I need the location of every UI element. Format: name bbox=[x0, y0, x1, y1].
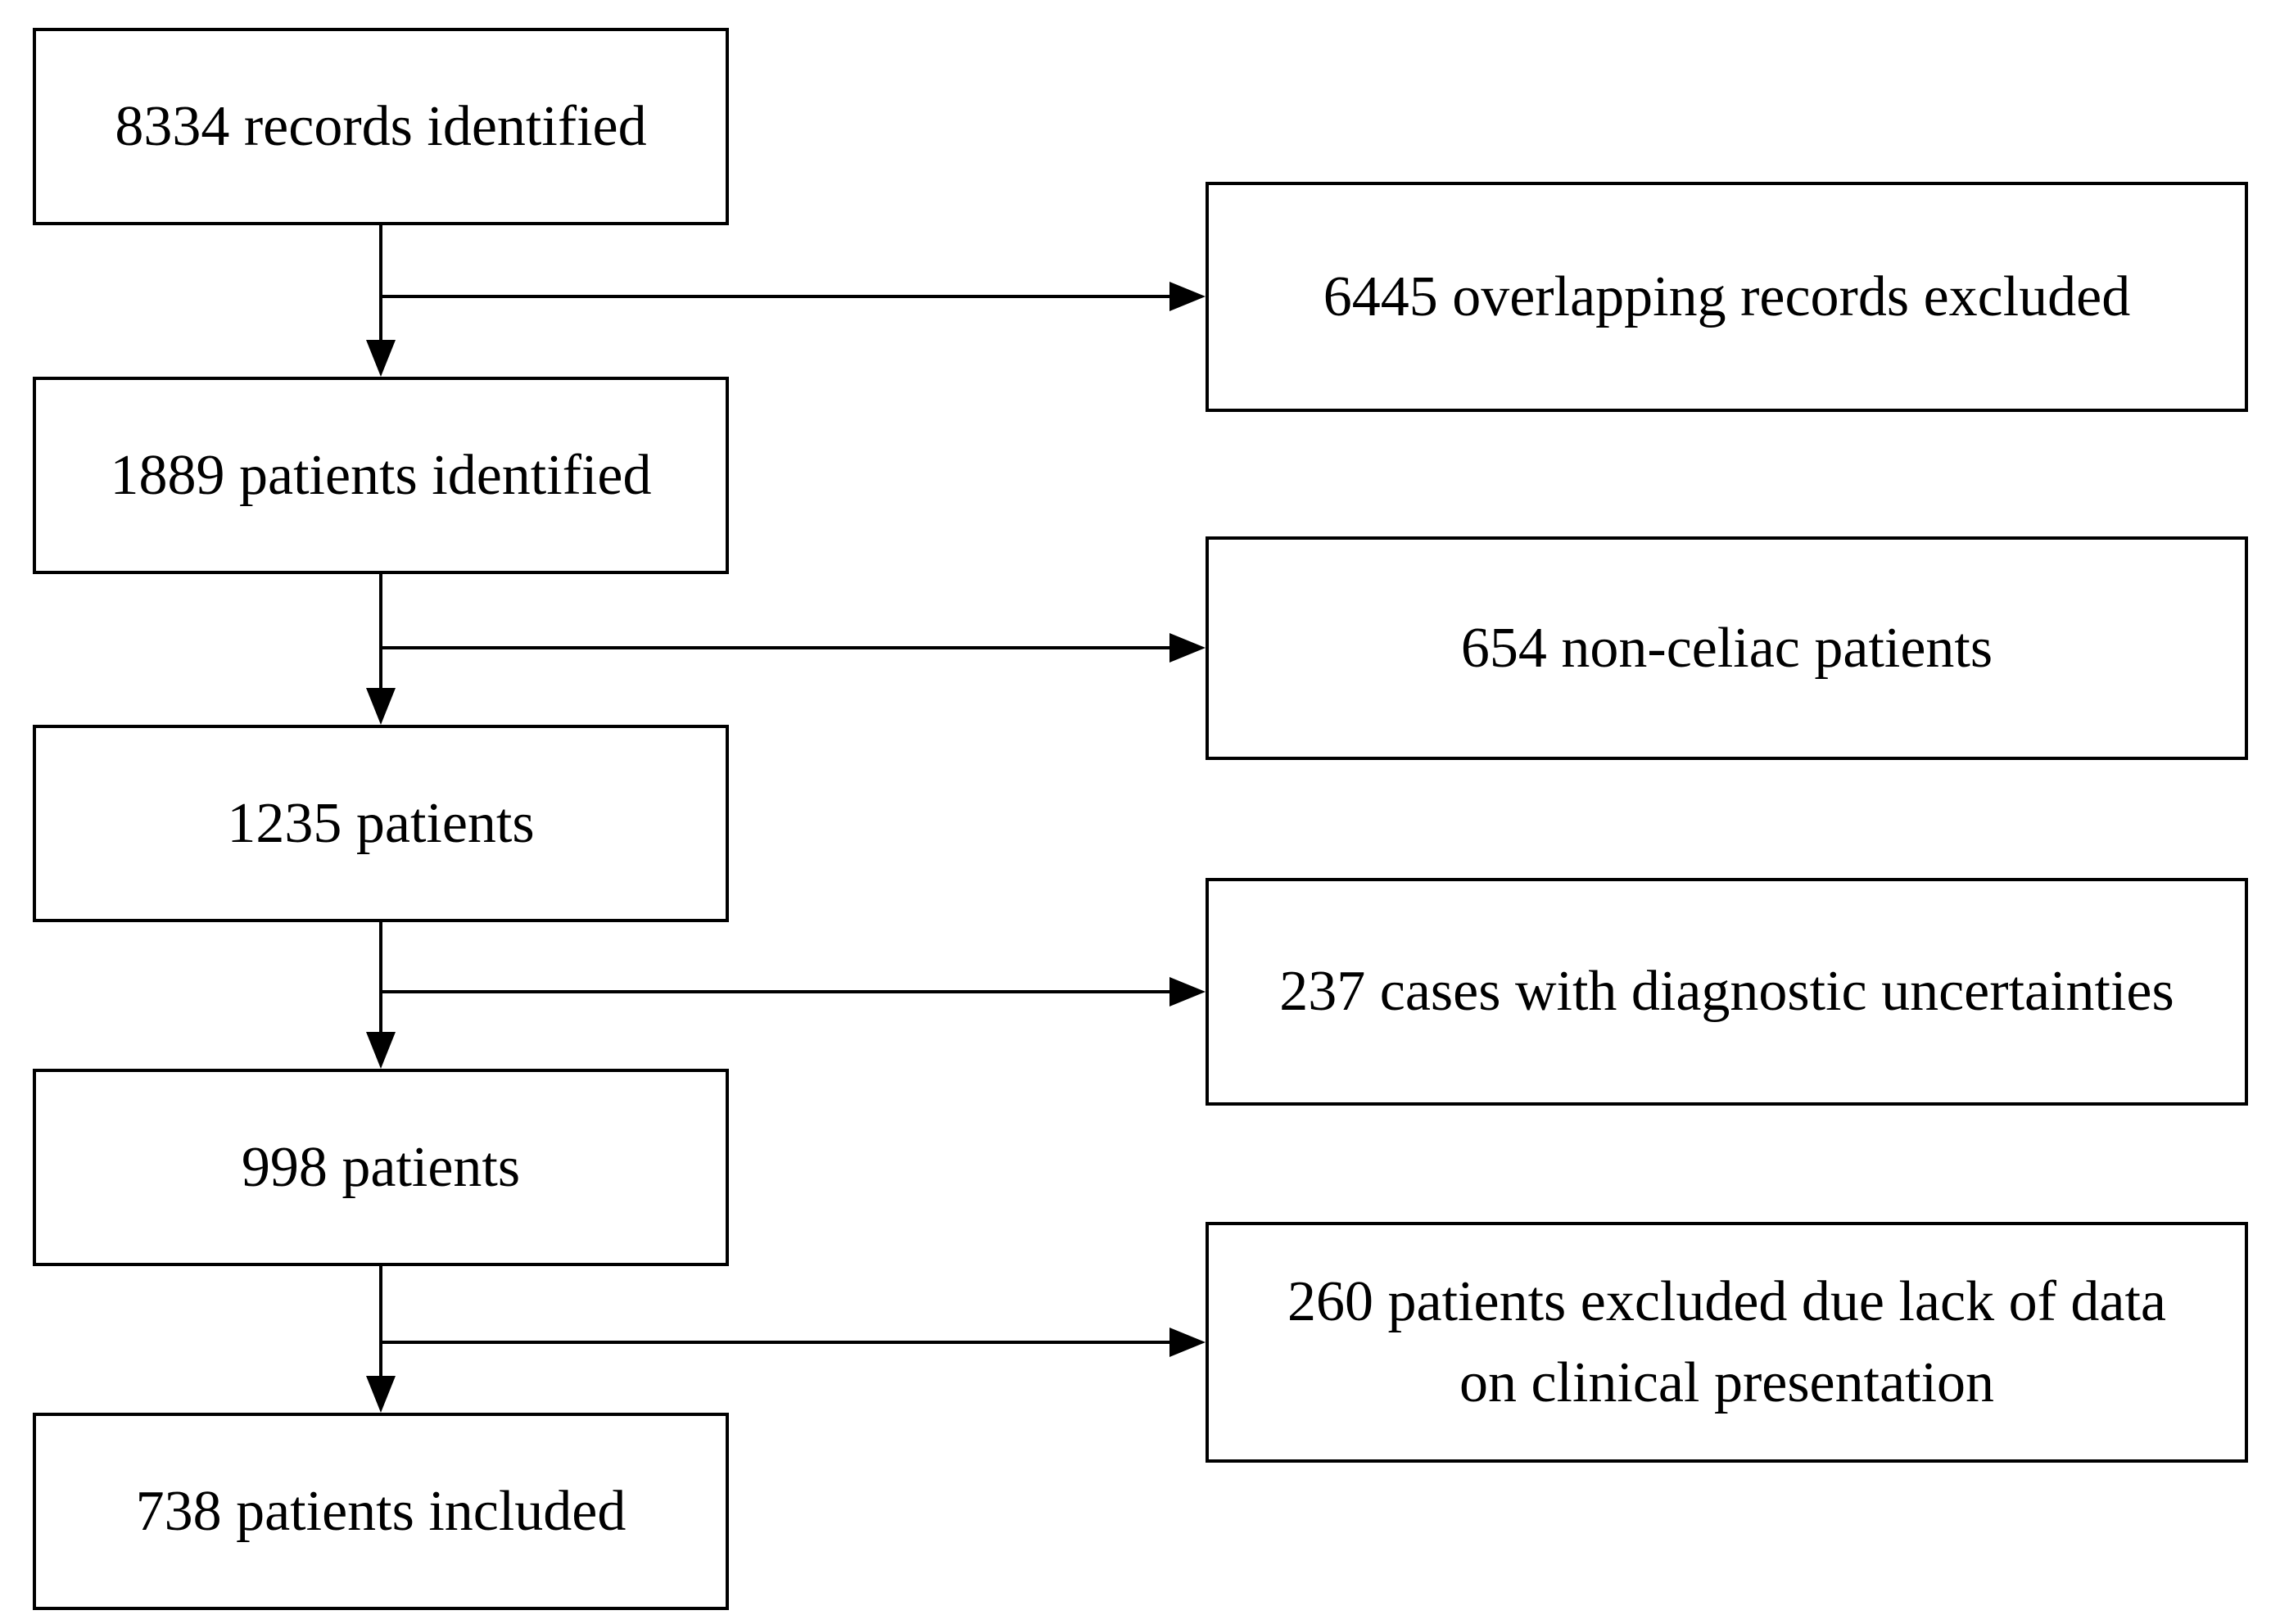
flow-box-lack-of-data: 260 patients excluded due lack of data o… bbox=[1206, 1222, 2248, 1463]
flow-box-label-line-1: 260 patients excluded due lack of data bbox=[1287, 1269, 2166, 1333]
flow-box-998-patients: 998 patients bbox=[33, 1069, 729, 1266]
flow-box-diagnostic-uncertainties: 237 cases with diagnostic uncertainties bbox=[1206, 878, 2248, 1106]
flow-box-label: 654 non-celiac patients bbox=[1460, 616, 1993, 680]
flow-box-label: 8334 records identified bbox=[115, 94, 647, 158]
flow-box-label: 6445 overlapping records excluded bbox=[1323, 265, 2131, 328]
flow-box-label: 738 patients included bbox=[135, 1479, 627, 1543]
flow-box-label: 1235 patients bbox=[227, 791, 535, 855]
arrowhead-down-3-icon bbox=[366, 1032, 396, 1069]
arrowhead-right-2-icon bbox=[1169, 633, 1206, 663]
flow-box-label: 998 patients bbox=[241, 1135, 521, 1199]
flow-box-patients-included: 738 patients included bbox=[33, 1413, 729, 1610]
arrowhead-right-4-icon bbox=[1169, 1328, 1206, 1357]
arrowhead-down-2-icon bbox=[366, 688, 396, 725]
flow-box-overlapping-records-excluded: 6445 overlapping records excluded bbox=[1206, 182, 2248, 412]
flow-box-label-line-2: on clinical presentation bbox=[1459, 1351, 1995, 1414]
flow-box-patients-identified: 1889 patients identified bbox=[33, 377, 729, 574]
flow-box-non-celiac-patients: 654 non-celiac patients bbox=[1206, 536, 2248, 760]
flow-box-records-identified: 8334 records identified bbox=[33, 28, 729, 225]
arrowhead-right-3-icon bbox=[1169, 977, 1206, 1007]
flow-box-1235-patients: 1235 patients bbox=[33, 725, 729, 922]
arrowhead-down-1-icon bbox=[366, 340, 396, 377]
arrowhead-down-4-icon bbox=[366, 1376, 396, 1413]
arrowhead-right-1-icon bbox=[1169, 282, 1206, 311]
flow-box-label: 237 cases with diagnostic uncertainties bbox=[1279, 960, 2174, 1024]
flow-box-label: 1889 patients identified bbox=[110, 443, 652, 507]
